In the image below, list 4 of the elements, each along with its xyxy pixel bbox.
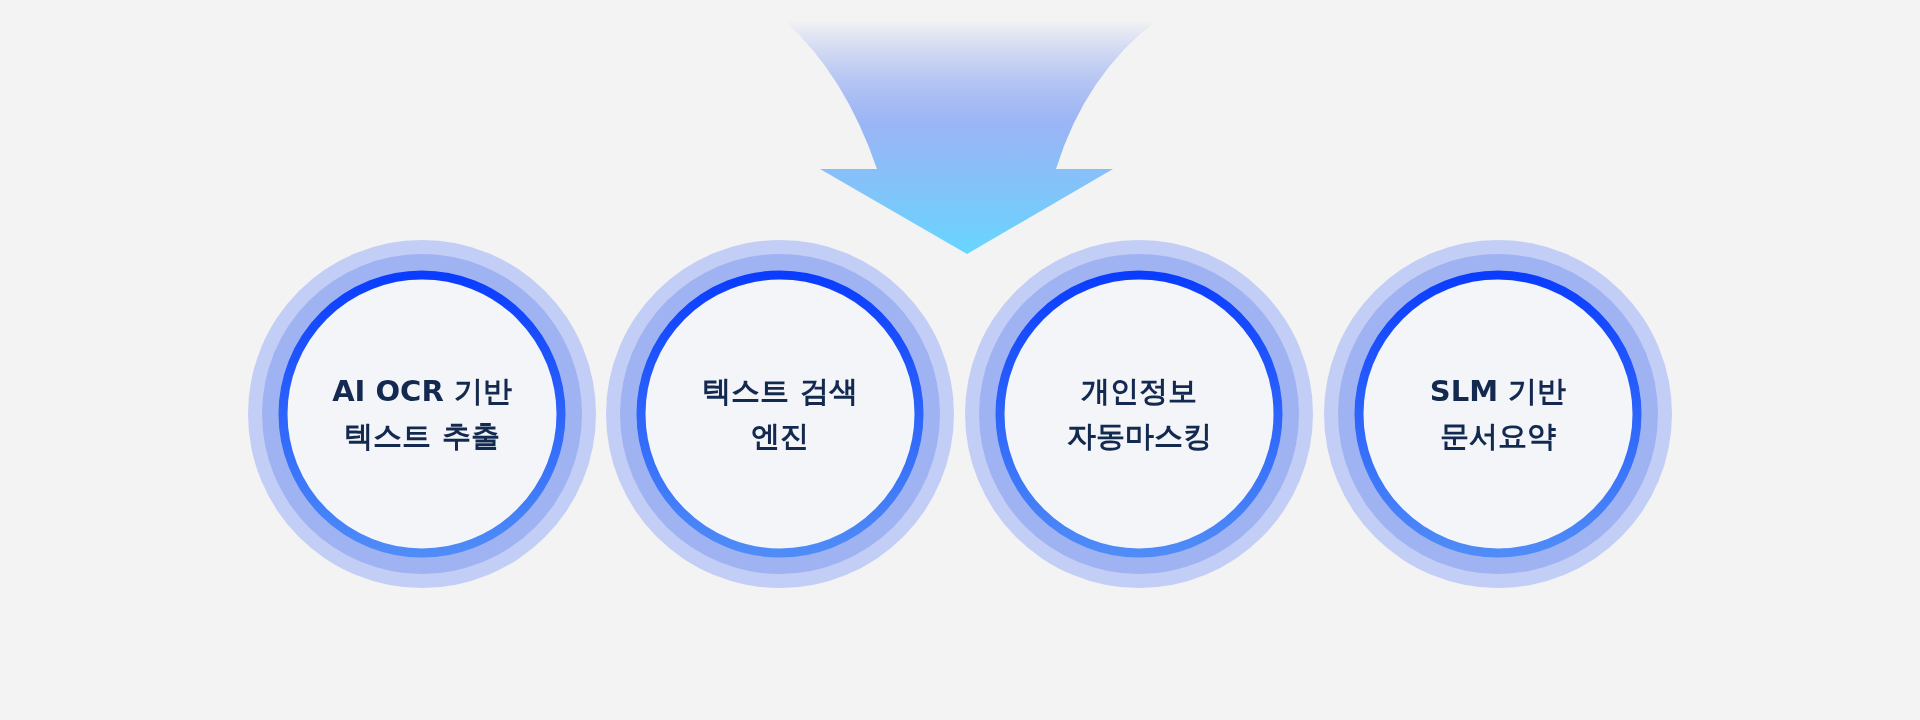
node-label: SLM 기반 문서요약 [1428, 373, 1568, 455]
node-label: 텍스트 검색 엔진 [701, 373, 859, 455]
node-label: AI OCR 기반 텍스트 추출 [331, 373, 513, 455]
node-label: 개인정보 자동마스킹 [1065, 373, 1213, 455]
